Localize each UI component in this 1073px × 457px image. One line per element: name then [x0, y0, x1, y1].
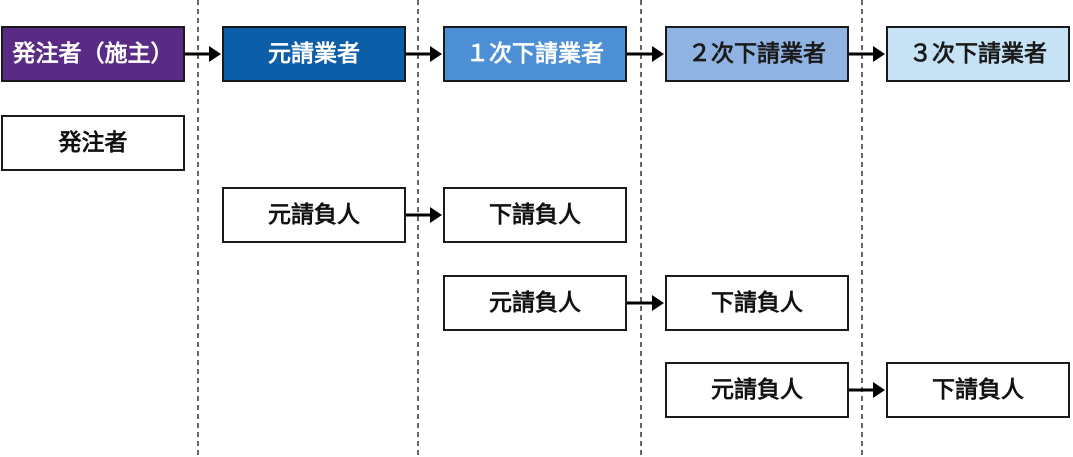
role-label: 元請負人	[268, 201, 360, 228]
tier-box-second-subcontractor: ２次下請業者	[665, 26, 849, 82]
tier-label: １次下請業者	[466, 40, 604, 67]
role-box-subcontractor: 下請負人	[665, 275, 849, 331]
arrow-first-to-second-sub	[627, 46, 664, 62]
role-label: 発注者	[58, 129, 128, 156]
role-box-orderer: 発注者	[1, 115, 185, 171]
role-label: 元請負人	[489, 289, 581, 316]
role-box-subcontractor: 下請負人	[443, 187, 627, 243]
arrow-prime-to-first-sub	[406, 46, 442, 62]
tier-box-prime-contractor: 元請業者	[222, 26, 406, 82]
role-label: 元請負人	[711, 376, 803, 403]
role-label: 下請負人	[489, 201, 581, 228]
arrow-contract-2	[627, 295, 664, 311]
arrow-second-to-third-sub	[849, 46, 885, 62]
role-label: 下請負人	[932, 376, 1024, 403]
tier-label: ２次下請業者	[688, 40, 826, 67]
arrow-owner-to-prime	[185, 46, 221, 62]
tier-box-first-subcontractor: １次下請業者	[443, 26, 627, 82]
role-box-prime-contractor: 元請負人	[222, 187, 406, 243]
tier-label: 元請業者	[268, 40, 360, 67]
tier-box-third-subcontractor: ３次下請業者	[886, 26, 1070, 82]
arrow-contract-1	[406, 207, 442, 223]
tier-label: ３次下請業者	[909, 40, 1047, 67]
tier-box-owner: 発注者（施主）	[1, 26, 185, 82]
tier-label: 発注者（施主）	[12, 40, 174, 67]
role-box-prime-contractor: 元請負人	[443, 275, 627, 331]
arrow-contract-3	[849, 382, 885, 398]
role-label: 下請負人	[711, 289, 803, 316]
role-box-prime-contractor: 元請負人	[665, 362, 849, 418]
role-box-subcontractor: 下請負人	[886, 362, 1070, 418]
